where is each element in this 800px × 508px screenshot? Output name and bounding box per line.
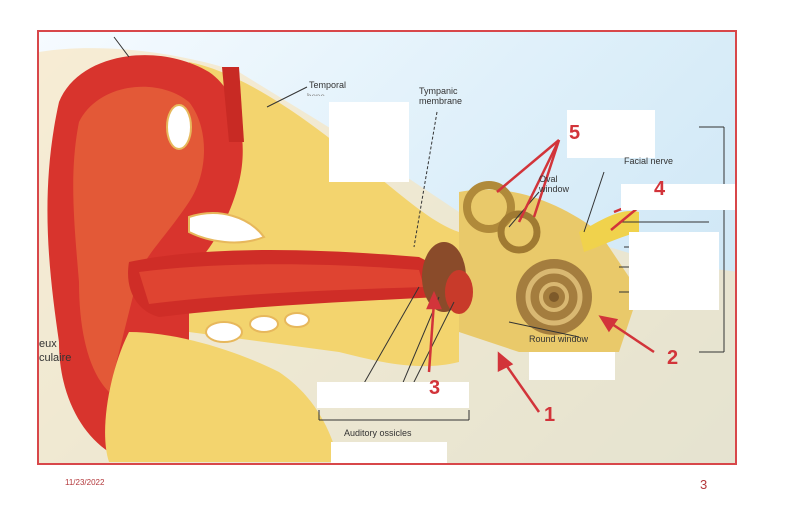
label-temporal: Temporal xyxy=(309,80,347,90)
label-left-line1: eux xyxy=(39,338,57,350)
label-auditory-ossicles: Auditory ossicles xyxy=(344,428,412,438)
number-1: 1 xyxy=(544,404,556,426)
answer-box-5 xyxy=(567,110,655,158)
answer-box-cochlea xyxy=(629,232,719,310)
answer-box-1 xyxy=(529,352,615,380)
label-tympanic-line1: Tympanic xyxy=(419,86,458,96)
label-tympanic-membrane: Tympanic membrane xyxy=(419,86,462,106)
label-oval-line1: Oval xyxy=(539,174,558,184)
answer-box-temporal xyxy=(329,102,409,182)
number-3: 3 xyxy=(429,377,441,399)
label-left-line2: culaire xyxy=(39,352,72,364)
number-5: 5 xyxy=(569,122,581,144)
label-left-cut: eux culaire xyxy=(39,337,71,365)
number-2: 2 xyxy=(667,347,679,369)
diagram-frame: Temporal bone Tympanic membrane Oval win… xyxy=(37,30,737,465)
label-tympanic-line2: membrane xyxy=(419,96,463,106)
answer-box-ossicles xyxy=(317,382,469,408)
semicircular-canals xyxy=(463,181,515,233)
answer-box-4 xyxy=(621,184,735,210)
footer-date: 11/23/2022 xyxy=(65,478,105,487)
annotation-arrows xyxy=(426,139,655,413)
label-temporal-cut: bone xyxy=(307,92,325,96)
label-facial-nerve: Facial nerve xyxy=(624,156,674,166)
number-4: 4 xyxy=(654,178,666,200)
answer-box-bottom xyxy=(331,442,447,463)
label-oval-line2: window xyxy=(539,184,570,194)
label-oval-window: Oval window xyxy=(539,174,569,194)
label-round-window: Round window xyxy=(529,334,589,344)
footer-page-number: 3 xyxy=(700,477,708,492)
